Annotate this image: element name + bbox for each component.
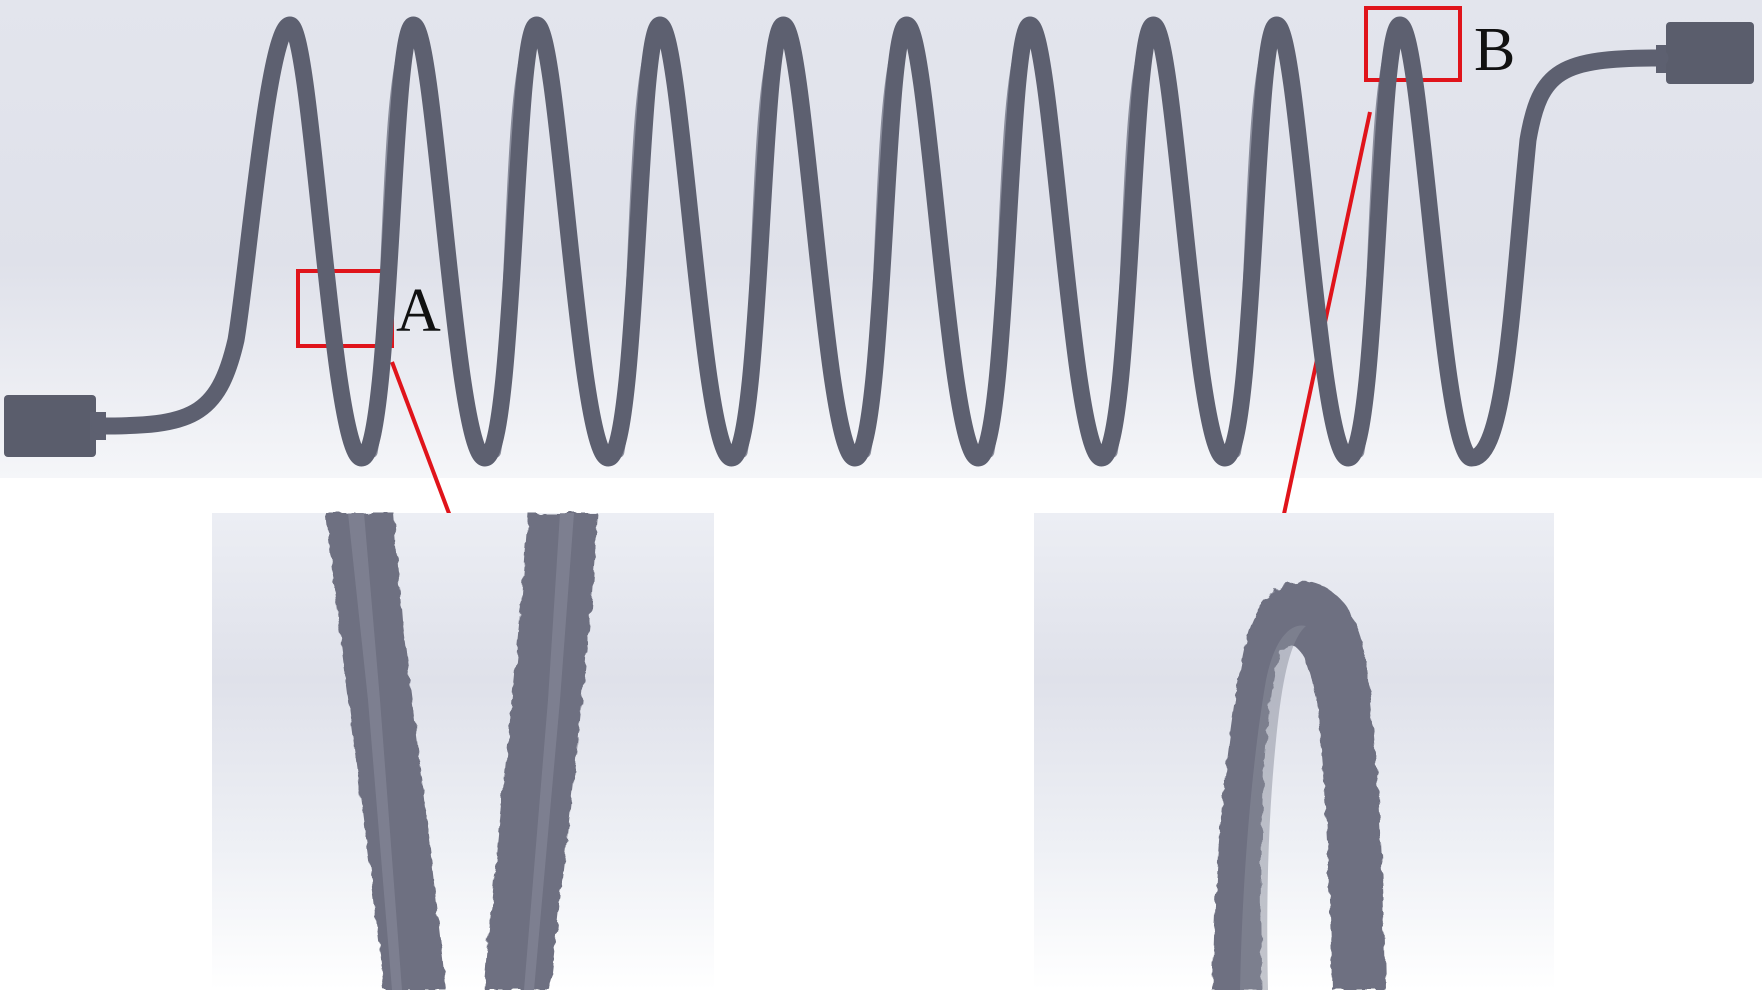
zoom-panel-a	[212, 513, 714, 990]
left-end-connector	[4, 395, 106, 457]
right-end-connector	[1656, 22, 1754, 84]
callout-label-b: B	[1474, 16, 1515, 84]
zoom-panel-b	[1034, 513, 1554, 990]
callout-label-a: A	[396, 277, 441, 345]
callout-arrow-a	[390, 361, 458, 533]
coil-wire	[91, 16, 1669, 467]
